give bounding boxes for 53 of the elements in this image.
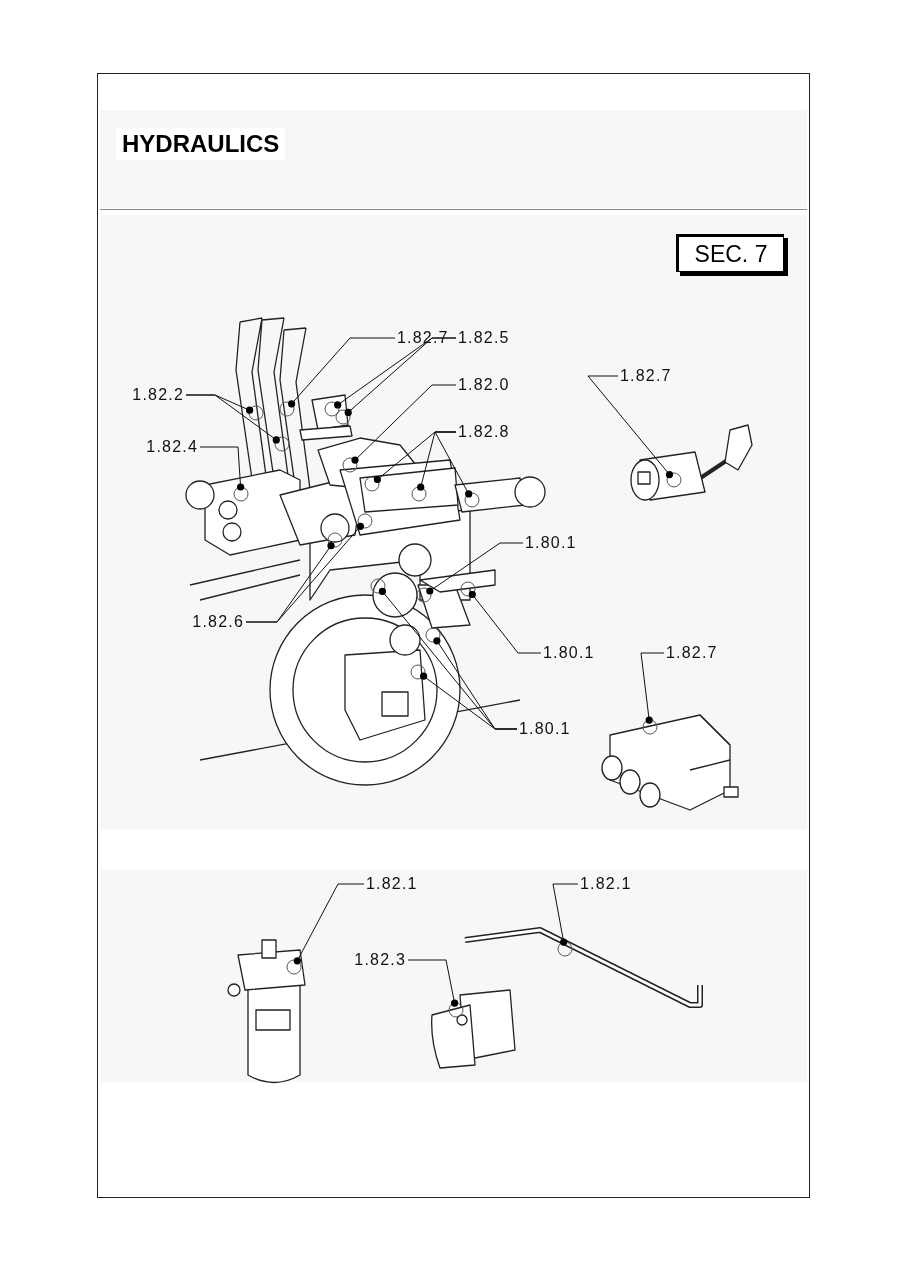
bracket-part [324,401,340,417]
page-title: HYDRAULICS [116,128,286,160]
leader-line [434,431,473,498]
gear-part [410,664,426,680]
lever-part [279,401,295,417]
filter-part [286,959,302,975]
leader-line [344,337,457,416]
cover-part [342,457,358,473]
callout-number: 1.80.1 [519,718,575,740]
callout-number: 1.82.6 [188,611,244,633]
leader-line [293,883,365,965]
pin-part [357,513,373,529]
callout-number: 1.80.1 [543,642,599,664]
housing-part [370,578,386,594]
leader-line [185,394,280,444]
callout-number: 1.82.0 [458,374,514,396]
leader-line [640,652,665,724]
shaft-part [411,486,427,502]
leader-line [288,337,396,408]
valve-part [642,719,658,735]
callout-number: 1.82.7 [397,327,453,349]
pipe-part [557,941,573,957]
gear-part [416,587,432,603]
leader-line [426,542,524,595]
pump-part [233,486,249,502]
leader-line [199,446,245,491]
callout-number: 1.82.4 [142,436,198,458]
callout-number: 1.82.1 [580,873,636,895]
leader-line [245,542,335,623]
callout-number: 1.80.1 [525,532,581,554]
bracket-part [335,409,351,425]
callout-number: 1.82.3 [350,949,406,971]
callout-number: 1.82.5 [458,327,514,349]
callout-number: 1.82.1 [366,873,422,895]
leader-line [468,590,542,654]
callout-number: 1.82.7 [620,365,676,387]
lever-part [274,436,290,452]
callout-number: 1.82.2 [128,384,184,406]
leader-line [587,375,674,479]
shaft-part [425,627,441,643]
leader-line [420,672,518,730]
pin-part [327,532,343,548]
plate-part [460,581,476,597]
leader-line [552,883,579,946]
leader-line [407,959,459,1007]
pump-part [448,1002,464,1018]
callout-number: 1.82.8 [458,421,514,443]
arm-part [464,492,480,508]
leader-line [351,384,457,464]
lever-part [248,405,264,421]
shaft-part [364,476,380,492]
valve-part [666,472,682,488]
callout-number: 1.82.7 [666,642,722,664]
